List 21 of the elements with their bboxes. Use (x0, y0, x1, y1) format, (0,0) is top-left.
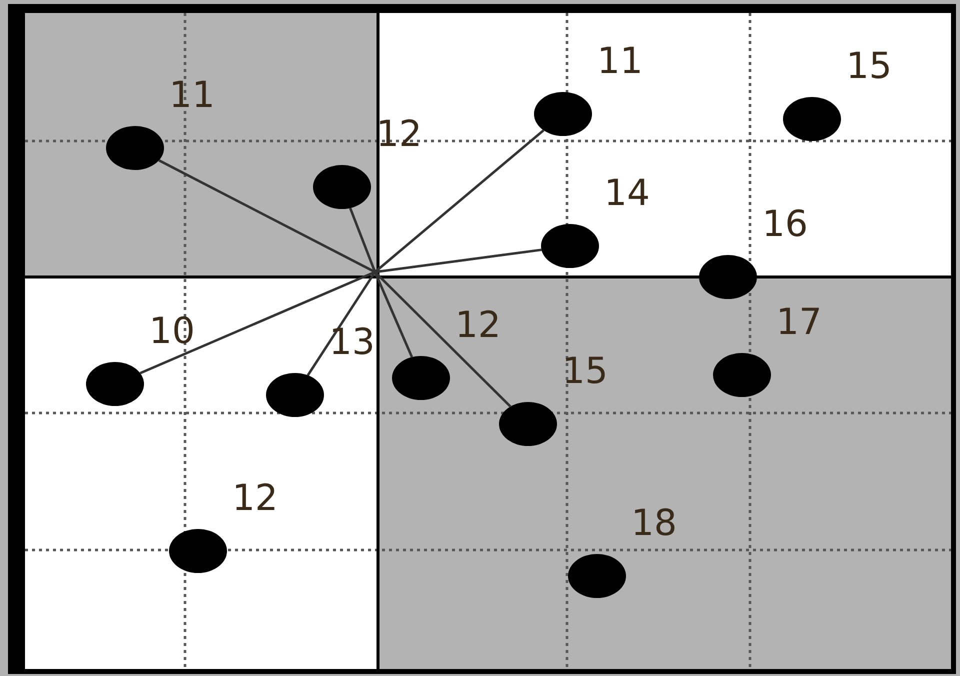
value-label: 18 (631, 504, 677, 544)
value-label: 10 (149, 312, 195, 352)
value-label: 12 (376, 115, 422, 155)
connector-line (349, 208, 376, 272)
connector-line (140, 270, 376, 374)
value-label: 12 (232, 479, 278, 519)
value-label: 14 (604, 174, 650, 214)
connector-line (306, 271, 376, 376)
value-label: 11 (597, 42, 643, 82)
value-label: 17 (776, 303, 822, 343)
value-label: 13 (329, 323, 375, 363)
value-label: 11 (169, 76, 215, 116)
connector-line (374, 272, 414, 358)
connector-line (158, 159, 376, 274)
value-label: 15 (846, 47, 892, 87)
value-label: 15 (562, 352, 608, 392)
connector-line (374, 248, 542, 274)
value-label: 16 (762, 205, 808, 245)
connector-line (374, 129, 544, 273)
connector-line (374, 271, 512, 408)
value-label: 12 (455, 306, 501, 346)
